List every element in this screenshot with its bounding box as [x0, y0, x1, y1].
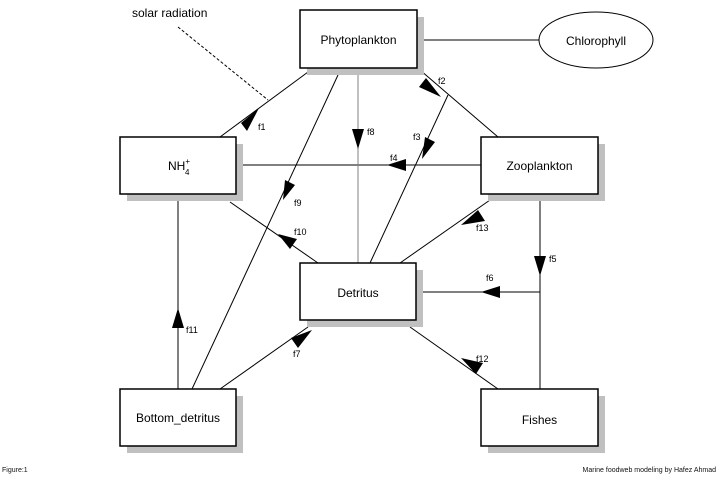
node-label: Bottom_detritus — [136, 411, 220, 425]
credit-label: Marine foodweb modeling by Hafez Ahmad — [583, 467, 717, 474]
arrowhead-f9 — [283, 180, 295, 200]
solar-radiation-label: solar radiation — [132, 6, 207, 20]
arrowhead-f12 — [461, 358, 483, 374]
flow-label-f5: f5 — [549, 254, 557, 264]
arrowhead-f3 — [422, 137, 435, 159]
flow-labels: f1 f2 f3 f4 f5 f6 f7 f8 f9 f10 f11 f12 f… — [186, 76, 557, 364]
flow-line-f13 — [399, 199, 491, 264]
node-phytoplankton[interactable]: Phytoplankton — [299, 9, 424, 75]
figure-label: Figure:1 — [2, 467, 28, 474]
node-label: Zooplankton — [506, 159, 572, 173]
flow-label-f2: f2 — [438, 76, 446, 86]
arrowhead-f1 — [241, 108, 259, 131]
arrowhead-f5 — [534, 256, 546, 276]
flow-label-f11: f11 — [186, 325, 198, 335]
node-label: Fishes — [522, 413, 557, 427]
flow-label-f10: f10 — [294, 227, 307, 237]
node-label: NH+4 — [168, 157, 190, 177]
connectors — [177, 26, 541, 390]
node-label: Chlorophyll — [566, 34, 626, 48]
arrowhead-f6 — [481, 286, 500, 298]
flow-label-f7: f7 — [293, 349, 301, 359]
arrowhead-f2 — [419, 78, 441, 97]
arrowheads — [172, 78, 546, 374]
arrowhead-f11 — [172, 308, 184, 328]
arrowhead-f7 — [291, 330, 312, 348]
arrowhead-f8 — [352, 129, 364, 149]
node-detritus[interactable]: Detritus — [299, 262, 423, 327]
node-nh4[interactable]: NH+4 — [119, 136, 243, 201]
flow-line-f3 — [369, 94, 449, 264]
flow-line-f12 — [409, 326, 499, 390]
flow-label-f8: f8 — [367, 127, 375, 137]
flow-label-f12: f12 — [476, 354, 489, 364]
arrowhead-f4 — [387, 159, 406, 171]
node-fishes[interactable]: Fishes — [480, 388, 605, 453]
flow-line-f1 — [219, 71, 309, 138]
node-label: Detritus — [337, 286, 378, 300]
solar-radiation-line — [177, 26, 269, 101]
node-label: Phytoplankton — [320, 33, 396, 47]
flow-label-f6: f6 — [486, 273, 494, 283]
arrowhead-f13 — [461, 210, 485, 225]
flow-label-f1: f1 — [258, 122, 266, 132]
node-bottom-detritus[interactable]: Bottom_detritus — [119, 388, 243, 453]
flow-line-f9 — [191, 74, 339, 390]
flow-line-f2 — [419, 69, 499, 138]
flow-line-f10 — [229, 201, 319, 264]
flow-label-f4: f4 — [390, 153, 398, 163]
flow-label-f13: f13 — [476, 223, 489, 233]
arrowhead-f10 — [278, 234, 297, 249]
flow-label-f3: f3 — [413, 132, 421, 142]
node-chlorophyll[interactable]: Chlorophyll — [538, 11, 654, 69]
node-zooplankton[interactable]: Zooplankton — [480, 136, 605, 201]
flow-label-f9: f9 — [294, 198, 302, 208]
